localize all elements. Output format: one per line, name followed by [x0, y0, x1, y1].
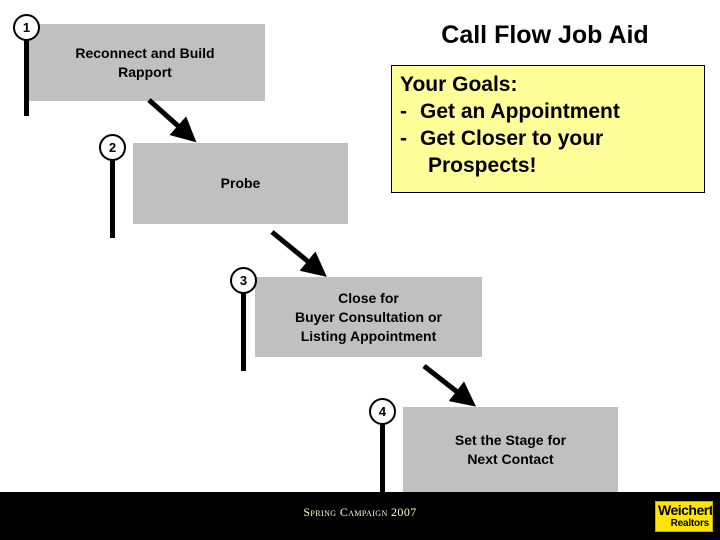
flow-step-box-4[interactable]: Set the Stage for Next Contact	[403, 407, 618, 492]
step-marker-3-stem	[241, 279, 246, 371]
step-marker-4-stem	[380, 410, 385, 506]
goal-item-1-text: Get an Appointment	[420, 100, 620, 123]
flow-step-box-3-label: Close for Buyer Consultation or Listing …	[294, 289, 442, 344]
goal-bullet-dash: -	[400, 100, 407, 123]
footer-bar: Spring Campaign 2007	[0, 492, 720, 540]
goal-item-2-continuation: Prospects!	[428, 154, 537, 177]
goals-heading: Your Goals:	[400, 73, 518, 96]
step-marker-2-number: 2	[99, 134, 126, 161]
goals-callout: Your Goals: - Get an Appointment - Get C…	[391, 65, 705, 193]
flow-step-box-2[interactable]: Probe	[133, 143, 348, 224]
footer-campaign-text: Spring Campaign 2007	[303, 505, 417, 519]
flow-step-box-1-label: Reconnect and Build Rapport	[75, 44, 215, 80]
step-marker-1-stem	[24, 26, 29, 116]
flow-step-box-3[interactable]: Close for Buyer Consultation or Listing …	[255, 277, 482, 357]
step-marker-3-number: 3	[230, 267, 257, 294]
goal-bullet-dash: -	[400, 127, 407, 150]
page-title: Call Flow Job Aid	[441, 21, 649, 49]
logo-brand-subtitle: Realtors	[670, 518, 710, 529]
flow-step-box-4-label: Set the Stage for Next Contact	[454, 431, 567, 467]
step-marker-1-number: 1	[13, 14, 40, 41]
flow-step-box-2-label: Probe	[220, 175, 261, 191]
connector-arrow-2-to-3	[270, 230, 327, 277]
logo-brand-name: Weichert	[658, 502, 713, 518]
step-marker-4-number: 4	[369, 398, 396, 425]
goal-item-2: - Get Closer to your	[400, 125, 704, 152]
goal-item-1: - Get an Appointment	[400, 98, 704, 125]
goal-item-2-text: Get Closer to your	[420, 127, 604, 150]
weichert-realtors-logo: Weichert Realtors	[655, 501, 713, 532]
connector-arrow-3-to-4	[422, 364, 477, 407]
flow-step-box-1[interactable]: Reconnect and Build Rapport	[25, 24, 265, 101]
step-marker-2-stem	[110, 146, 115, 238]
